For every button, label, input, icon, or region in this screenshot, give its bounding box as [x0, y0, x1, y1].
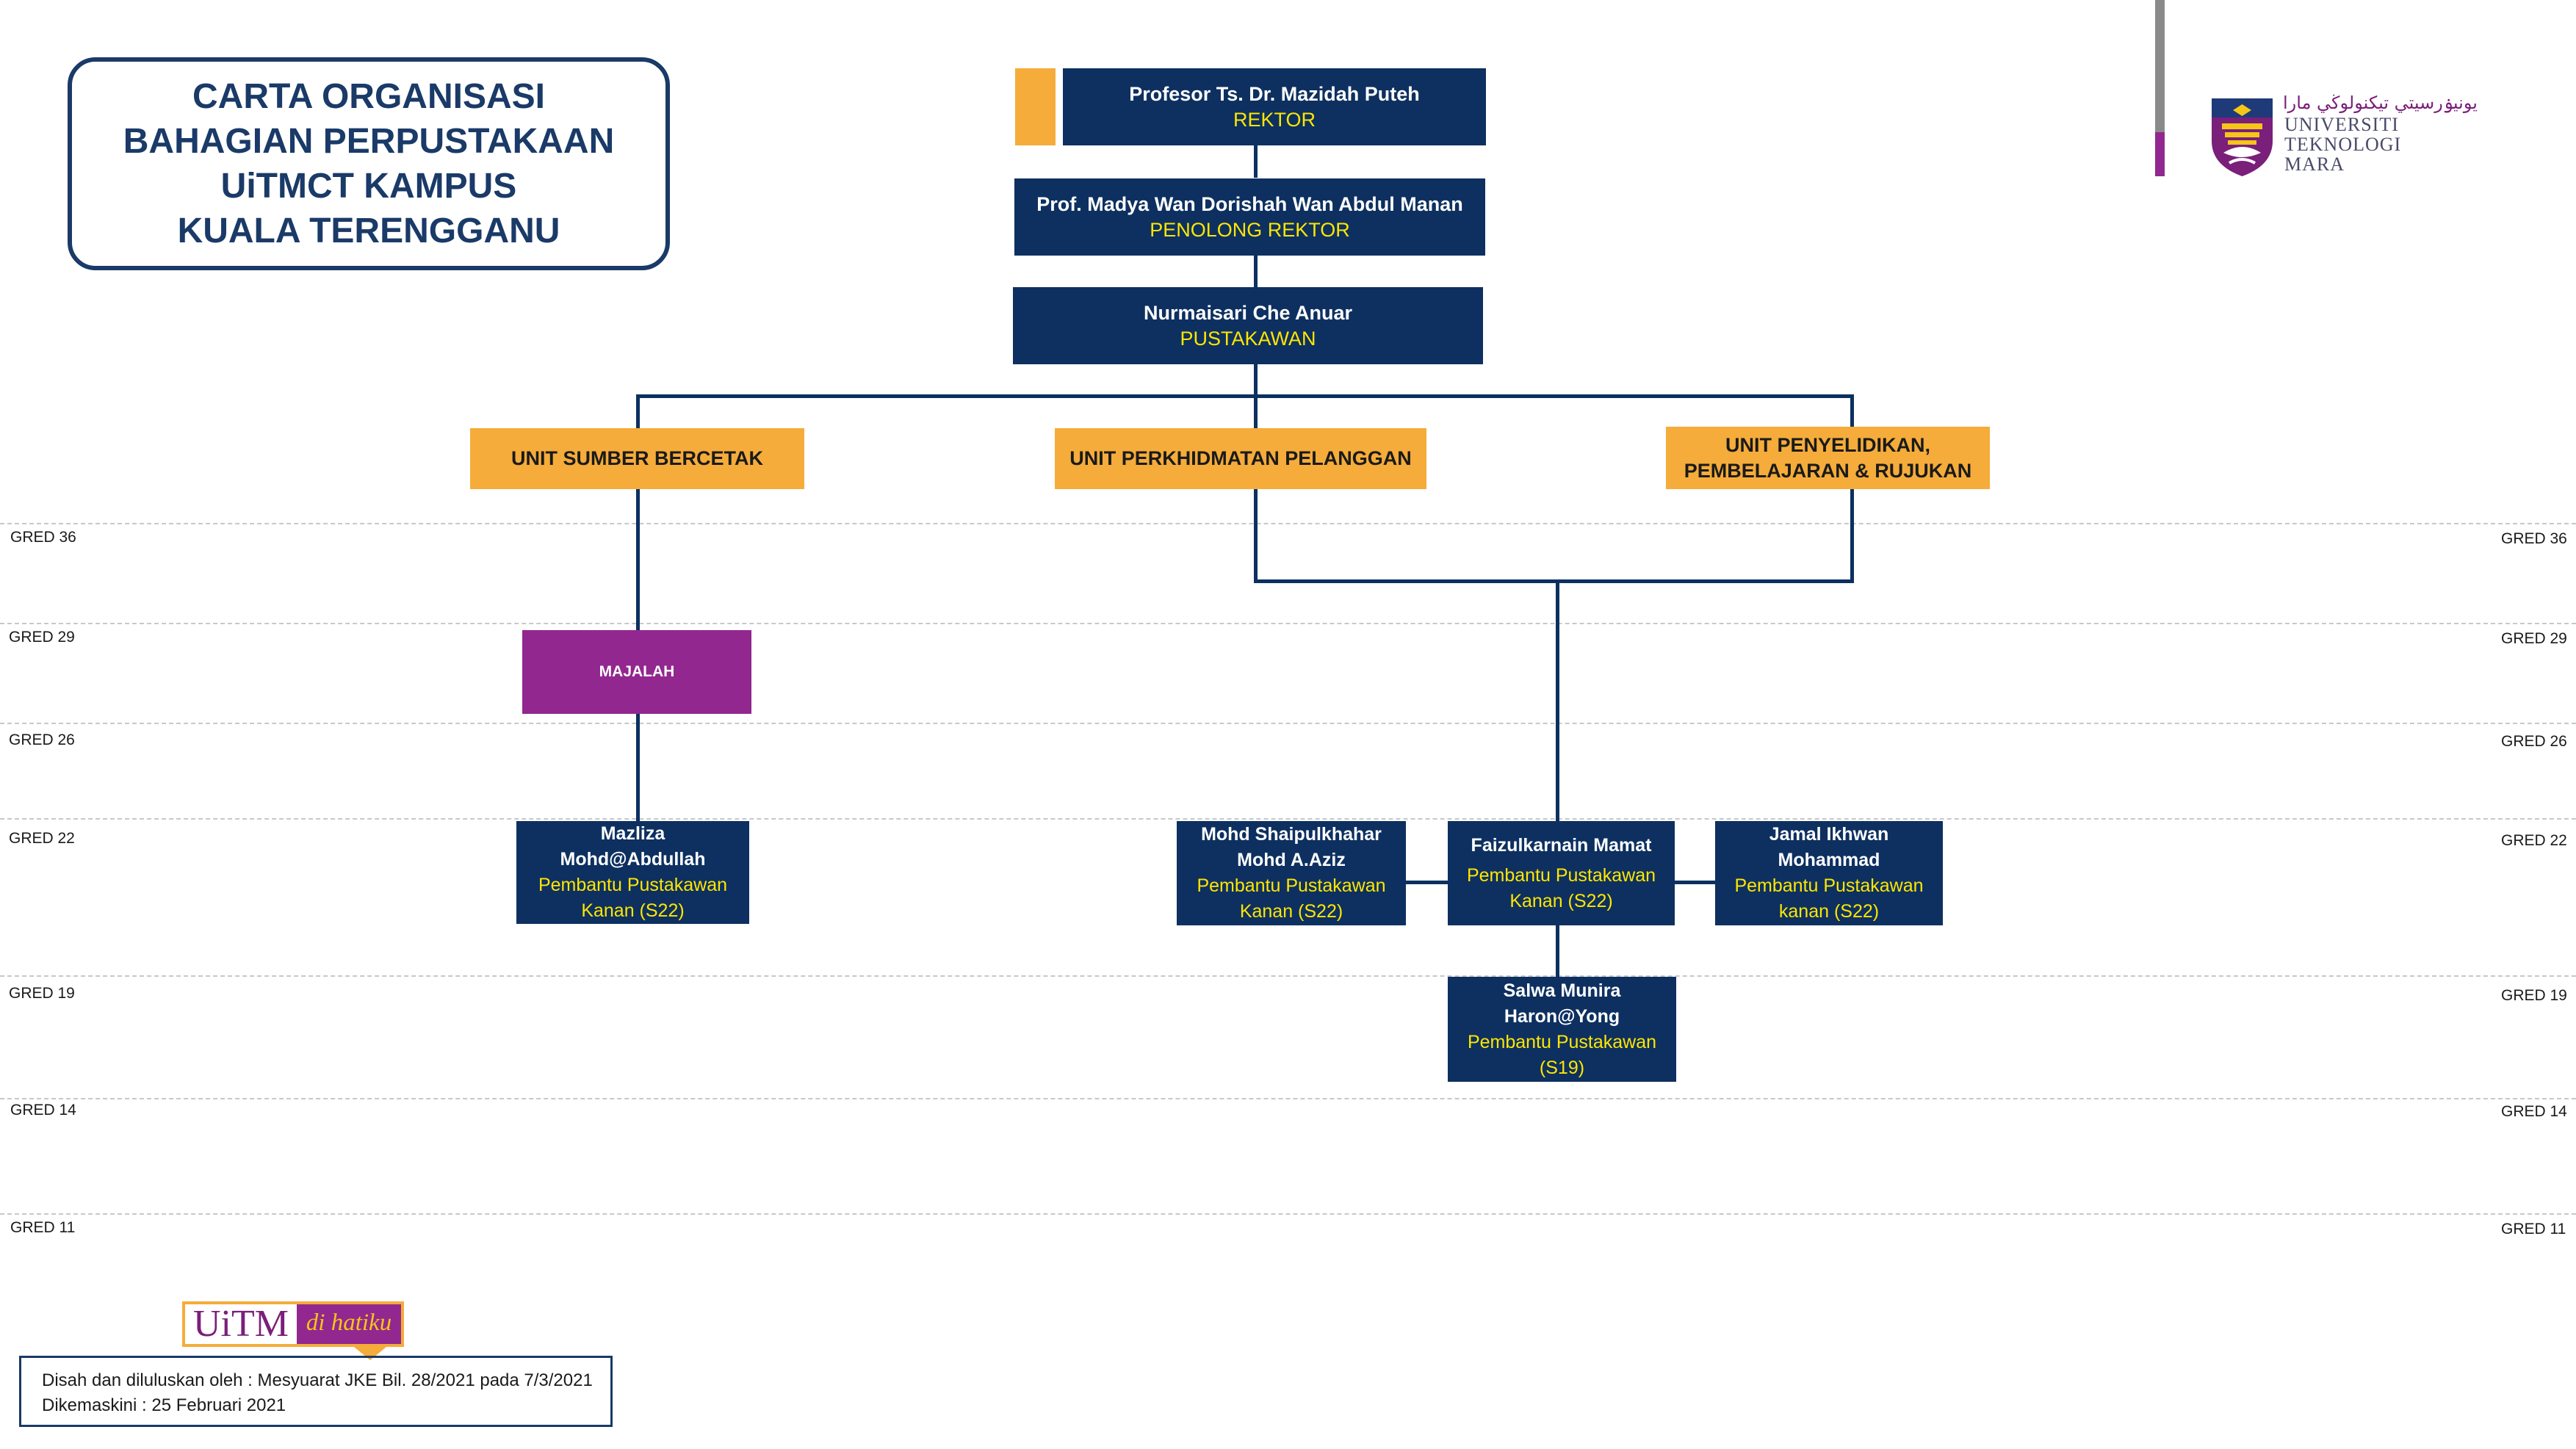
logo-jawi-text: يونيۏرسيتي تيكنولوڬي مارا	[2283, 93, 2478, 113]
grade-line-19	[0, 975, 2576, 977]
staff-faizulkarnain-role-2: Kanan (S22)	[1509, 890, 1613, 911]
connector-lower-bus	[1254, 579, 1854, 583]
footer-approval-box: Disah dan diluluskan oleh : Mesyuarat JK…	[19, 1356, 613, 1427]
staff-salwa-role-2: (S19)	[1539, 1057, 1585, 1078]
grade-label-right-26: GRED 26	[2501, 733, 2567, 750]
majalah-label: MAJALAH	[599, 663, 675, 680]
badge-tagline-text: di hatiku	[297, 1304, 401, 1344]
unit-perkhidmatan-pelanggan-label: UNIT PERKHIDMATAN PELANGGAN	[1069, 447, 1412, 469]
staff-jamal-name-2: Mohammad	[1778, 850, 1880, 870]
rektor-accent-block	[1015, 68, 1056, 145]
staff-shaipulkhahar-role-1: Pembantu Pustakawan	[1197, 875, 1386, 896]
pustakawan-box: Nurmaisari Che Anuar PUSTAKAWAN	[1013, 287, 1483, 364]
staff-shaipulkhahar-name-2: Mohd A.Aziz	[1237, 850, 1346, 870]
title-line-4: KUALA TERENGGANU	[177, 212, 560, 250]
grade-label-left-19: GRED 19	[9, 985, 75, 1002]
connector-penolong-pustakawan	[1254, 256, 1258, 288]
staff-salwa-name-1: Salwa Munira	[1503, 980, 1621, 1001]
staff-mazliza-role-1: Pembantu Pustakawan	[538, 875, 728, 895]
staff-box-mazliza: Mazliza Mohd@Abdullah Pembantu Pustakawa…	[516, 821, 749, 924]
connector-unit-bus	[636, 394, 1854, 398]
penolong-rektor-box: Prof. Madya Wan Dorishah Wan Abdul Manan…	[1014, 178, 1485, 256]
logo-line-3: MARA	[2284, 153, 2345, 175]
logo-line-2: TEKNOLOGI	[2284, 134, 2402, 155]
grade-label-left-26: GRED 26	[9, 731, 75, 748]
grade-line-22	[0, 818, 2576, 820]
staff-salwa-role-1: Pembantu Pustakawan	[1467, 1031, 1657, 1052]
staff-box-shaipulkhahar: Mohd Shaipulkhahar Mohd A.Aziz Pembantu …	[1177, 821, 1406, 925]
unit-penyelidikan-box: UNIT PENYELIDIKAN, PEMBELAJARAN & RUJUKA…	[1666, 427, 1990, 489]
unit-sumber-bercetak-label: UNIT SUMBER BERCETAK	[511, 447, 763, 469]
connector-bus-penyelidikan	[1850, 394, 1854, 427]
unit-penyelidikan-label-1: UNIT PENYELIDIKAN,	[1725, 433, 1931, 456]
pustakawan-name: Nurmaisari Che Anuar	[1143, 301, 1353, 324]
staff-faizulkarnain-name: Faizulkarnain Mamat	[1471, 834, 1652, 856]
connector-bus-sumber	[636, 394, 640, 428]
grade-label-right-11: GRED 11	[2501, 1221, 2566, 1237]
grade-label-left-36: GRED 36	[10, 529, 76, 546]
staff-jamal-role-1: Pembantu Pustakawan	[1734, 875, 1924, 896]
connector-lower-faizul	[1556, 579, 1559, 821]
logo-purple-bar	[2155, 132, 2165, 176]
title-line-3: UiTMCT KAMPUS	[220, 167, 517, 206]
grade-line-26	[0, 723, 2576, 724]
pustakawan-role: PUSTAKAWAN	[1180, 327, 1316, 350]
grade-label-right-22: GRED 22	[2501, 832, 2567, 849]
badge-uitm-text: UiTM	[185, 1304, 297, 1344]
grade-line-11	[0, 1213, 2576, 1215]
grade-label-left-22: GRED 22	[9, 830, 75, 847]
connector-shaipul-faizul	[1406, 881, 1448, 884]
rektor-name: Profesor Ts. Dr. Mazidah Puteh	[1129, 82, 1420, 105]
staff-shaipulkhahar-name-1: Mohd Shaipulkhahar	[1201, 824, 1382, 845]
connector-pustakawan-bus	[1254, 364, 1258, 395]
grade-label-left-11: GRED 11	[10, 1219, 76, 1236]
uitm-crest-icon	[2207, 95, 2277, 178]
staff-mazliza-name-1: Mazliza	[600, 823, 665, 844]
connector-rektor-penolong	[1254, 145, 1258, 178]
grade-label-right-29: GRED 29	[2501, 630, 2567, 647]
grade-line-14	[0, 1098, 2576, 1099]
logo-wordmark: UNIVERSITI TEKNOLOGI MARA	[2284, 115, 2401, 174]
staff-box-salwa: Salwa Munira Haron@Yong Pembantu Pustaka…	[1448, 977, 1676, 1082]
logo-line-1: UNIVERSITI	[2284, 114, 2399, 135]
rektor-role: REKTOR	[1233, 108, 1316, 131]
title-line-1: CARTA ORGANISASI	[192, 77, 545, 116]
unit-sumber-bercetak-box: UNIT SUMBER BERCETAK	[470, 428, 804, 489]
staff-salwa-name-2: Haron@Yong	[1504, 1005, 1620, 1027]
staff-faizulkarnain-role-1: Pembantu Pustakawan	[1466, 864, 1656, 886]
staff-jamal-name-1: Jamal Ikhwan	[1769, 824, 1889, 845]
staff-mazliza-role-2: Kanan (S22)	[581, 900, 685, 921]
grade-label-left-14: GRED 14	[10, 1102, 76, 1119]
connector-majalah-mazliza	[636, 714, 640, 823]
unit-penyelidikan-label-2: PEMBELAJARAN & RUJUKAN	[1684, 459, 1972, 482]
staff-box-faizulkarnain: Faizulkarnain Mamat Pembantu Pustakawan …	[1448, 821, 1675, 925]
grade-label-left-29: GRED 29	[9, 629, 75, 646]
logo-gray-bar	[2155, 0, 2165, 132]
staff-mazliza-name-2: Mohd@Abdullah	[560, 849, 706, 870]
connector-faizul-salwa	[1556, 925, 1559, 977]
chart-title-box: CARTA ORGANISASI BAHAGIAN PERPUSTAKAAN U…	[68, 57, 670, 270]
unit-perkhidmatan-pelanggan-box: UNIT PERKHIDMATAN PELANGGAN	[1055, 428, 1426, 489]
connector-faizul-jamal	[1675, 881, 1715, 884]
connector-pelanggan-down	[1254, 489, 1258, 583]
rektor-box: Profesor Ts. Dr. Mazidah Puteh REKTOR	[1063, 68, 1486, 145]
title-line-2: BAHAGIAN PERPUSTAKAAN	[123, 122, 615, 161]
staff-shaipulkhahar-role-2: Kanan (S22)	[1239, 901, 1343, 922]
footer-line-2: Dikemaskini : 25 Februari 2021	[42, 1395, 286, 1415]
grade-line-29	[0, 623, 2576, 624]
penolong-rektor-name: Prof. Madya Wan Dorishah Wan Abdul Manan	[1036, 192, 1463, 215]
footer-line-1: Disah dan diluluskan oleh : Mesyuarat JK…	[42, 1370, 593, 1390]
grade-label-right-19: GRED 19	[2501, 987, 2567, 1004]
staff-box-jamal: Jamal Ikhwan Mohammad Pembantu Pustakawa…	[1715, 821, 1943, 925]
grade-line-36	[0, 523, 2576, 524]
grade-label-right-14: GRED 14	[2501, 1103, 2567, 1120]
connector-bus-pelanggan	[1254, 394, 1258, 428]
grade-label-right-36: GRED 36	[2501, 530, 2567, 547]
staff-jamal-role-2: kanan (S22)	[1778, 901, 1880, 922]
penolong-rektor-role: PENOLONG REKTOR	[1150, 218, 1350, 241]
connector-penyelidikan-down	[1850, 489, 1854, 583]
connector-sumber-majalah	[636, 489, 640, 630]
majalah-box: MAJALAH	[522, 630, 751, 714]
